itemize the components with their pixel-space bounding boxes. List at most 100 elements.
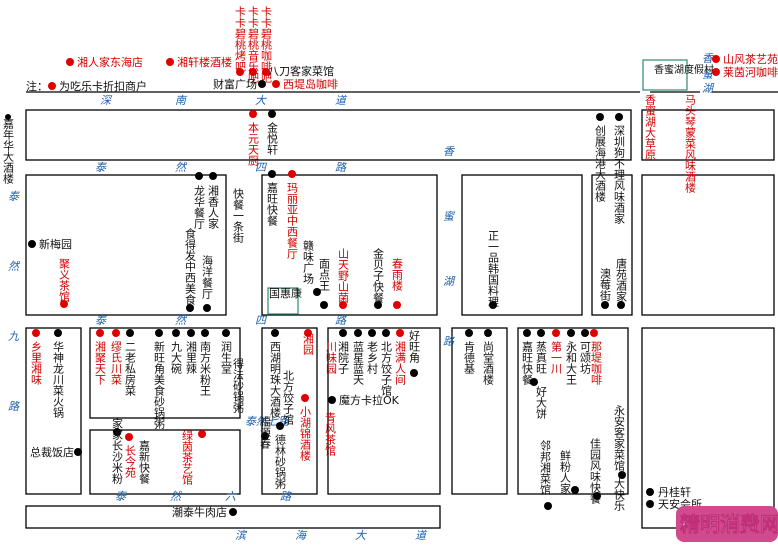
legend: 注： 为吃乐卡折扣商户 xyxy=(26,79,147,93)
label-runsheng: 润生堂 xyxy=(220,340,233,374)
label-zhengchuan: 蒸真旺 xyxy=(535,341,548,374)
label-huashen: 华神龙川菜火锅 xyxy=(52,340,65,419)
label-diyi: 第一川 xyxy=(550,340,563,374)
label-shangtang: 尚堂酒楼 xyxy=(482,340,495,386)
low-labels: 乡里湘味 华神龙川菜火锅 湘聚天下 缪氏川菜 二老私房菜 新旺角美食砂锅粥 九大… xyxy=(30,329,703,519)
label-jiajia: 家家长沙米粉 xyxy=(111,417,124,484)
block-r2-c xyxy=(461,174,583,316)
legend-prefix: 注： xyxy=(26,79,48,93)
label-xiangli2: 湘里辣 xyxy=(185,340,198,375)
label-kaka-kafei: 卡卡碧桃咖啡吧 xyxy=(260,6,273,83)
legend-red-dot xyxy=(48,82,56,90)
label-dakuai: 大快乐 xyxy=(613,477,626,511)
road-jiu-v: 九 xyxy=(8,330,20,343)
label-xiangxiang2: 湘香人家 xyxy=(207,184,220,229)
label-nanfang: 南方米粉王 xyxy=(199,341,212,396)
road-tairan-b: 然 xyxy=(175,161,188,174)
label-caifu: 财富广场 xyxy=(213,77,257,91)
label-xiangmihu-grass: 香蜜湖大草原 xyxy=(644,94,657,160)
label-maliya: 玛丽亚中西餐厅 xyxy=(286,182,299,259)
block-r3-a xyxy=(25,327,82,495)
road-tairan-e: 泰 xyxy=(95,314,107,327)
label-beifang: 北方饺子馆 xyxy=(282,370,295,426)
label-yongan: 永安客家菜馆 xyxy=(613,404,626,472)
road-tairan-a: 泰 xyxy=(95,161,107,174)
label-xiangxiang: 湘人家东海店 xyxy=(77,55,143,69)
label-beifangjiao: 北方饺子馆 xyxy=(380,341,393,397)
label-xiaohu: 小湖锦酒楼 xyxy=(299,406,312,462)
block-r2-b xyxy=(261,174,438,316)
label-jinzi: 金贝子快餐 xyxy=(372,247,385,303)
label-longhua: 龙华餐厅 xyxy=(193,185,206,229)
legend-text: 为吃乐卡折扣商户 xyxy=(59,79,147,93)
label-haowang: 好旺角 xyxy=(408,329,421,364)
label-zongcai: 总裁饭店 xyxy=(30,445,74,459)
watermark-text: 精明消费网 xyxy=(680,512,778,536)
road-shennan-1: 深 xyxy=(100,94,113,107)
label-xinmeiyuan: 新梅园 xyxy=(39,237,72,251)
label-kaka-yin: 卡卡碧桃音乐吧 xyxy=(247,6,260,83)
block-r2-d xyxy=(591,174,633,316)
label-jiaxin2: 嘉新快餐 xyxy=(138,439,151,484)
road-tairan-i: 泰 xyxy=(115,490,127,503)
label-xiangyuan: 湘园 xyxy=(302,332,315,356)
road-lu-v: 路 xyxy=(8,400,20,413)
label-shide: 食得发中西美食 xyxy=(184,227,197,306)
road-tairan-f: 然 xyxy=(175,314,188,327)
road-hu-v: 湖 xyxy=(443,275,456,288)
label-chuan: 川味园 xyxy=(325,341,338,375)
block-r3-e xyxy=(327,327,441,495)
block-r2-a xyxy=(25,174,227,316)
road-tairan-g: 四 xyxy=(255,314,268,327)
label-erlao: 二老私房菜 xyxy=(124,341,137,397)
label-linbang: 邻邦湘菜馆 xyxy=(539,440,552,496)
label-xidi: 西堤岛咖啡 xyxy=(283,77,338,91)
label-kaka-bi: 卡卡碧桃烤吧 xyxy=(234,6,247,72)
label-jiayuan: 佳园风味快餐 xyxy=(589,437,602,504)
label-xiangyuanzi: 湘院子 xyxy=(337,340,350,374)
road-shennan-3: 大 xyxy=(255,94,267,107)
road-tairan-c: 四 xyxy=(255,161,268,174)
label-matou: 马头琴蒙菜风味酒楼 xyxy=(684,94,697,194)
label-haiyang: 海洋餐厅 xyxy=(201,254,214,299)
label-dejin: 得法砂锅粥 xyxy=(232,358,245,414)
label-xiangmantian: 湘聚天下 xyxy=(94,340,107,386)
road-tairan-v1: 泰 xyxy=(8,190,20,203)
label-chaotai: 潮泰牛肉店 xyxy=(172,505,227,519)
road-tairan-v2: 然 xyxy=(8,260,21,273)
label-mofang: 魔方卡拉OK xyxy=(339,393,400,407)
label-laiyin: 莱茵河咖啡 xyxy=(723,65,778,79)
label-nadi: 那堤咖啡 xyxy=(590,341,603,385)
label-shenzhen-gou: 深圳狗不理风味酒家 xyxy=(613,125,626,224)
road-tairan-h: 路 xyxy=(335,314,347,327)
road-binhai-1: 滨 xyxy=(235,529,248,542)
road-shennan-4: 道 xyxy=(335,94,348,107)
road-hu-top: 湖 xyxy=(702,82,715,95)
label-zhengyi: 正一品韩国料理 xyxy=(487,230,500,307)
block-r3-d xyxy=(261,327,318,495)
label-jiaxian: 嘉年华大酒楼 xyxy=(2,117,15,185)
road-binhai-2: 海 xyxy=(295,529,308,542)
watermark: 精明消费网 xyxy=(676,506,778,542)
label-kenji: 肯德基 xyxy=(463,341,476,374)
block-r3-b xyxy=(89,327,241,419)
label-kuaican: 快餐一条街 xyxy=(232,188,245,244)
block-top-left xyxy=(25,109,632,161)
label-yonghe: 永和大王 xyxy=(565,340,578,385)
road-lu2-v: 路 xyxy=(443,335,455,348)
label-tangyuan: 唐苑酒家 xyxy=(615,257,628,302)
label-shantian: 山天野山菌 xyxy=(337,248,350,304)
label-chunyu: 春雨楼 xyxy=(391,258,404,292)
block-r2-e xyxy=(641,174,775,316)
label-aoguo: 澳莓街 xyxy=(599,268,612,302)
label-haoda: 好大饼 xyxy=(535,385,548,420)
label-xihu: 西湖明珠大酒楼 xyxy=(269,341,282,419)
label-lvyin: 绿茵茶艺馆 xyxy=(181,429,194,486)
road-shennan-2: 南 xyxy=(175,94,188,107)
road-mi-top: 蜜 xyxy=(702,68,715,81)
label-xinxin: 新旺角美食砂锅粥 xyxy=(153,340,166,430)
road-tairan-k: 六 xyxy=(225,490,237,503)
road-binhai-4: 道 xyxy=(415,529,428,542)
road-grid xyxy=(25,91,778,529)
